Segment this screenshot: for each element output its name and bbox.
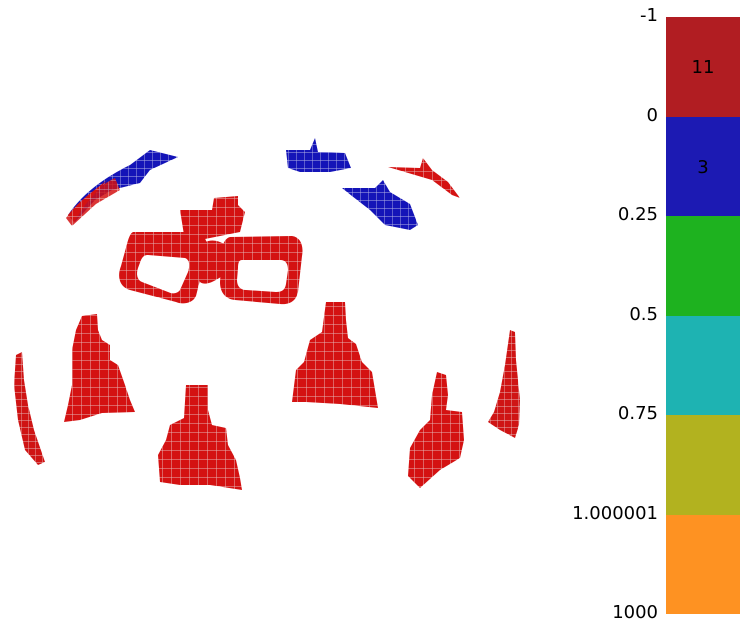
legend-band	[666, 116, 740, 216]
legend-band	[666, 216, 740, 316]
mesh-patch-left-block	[64, 314, 135, 422]
mesh-patch-far-right	[488, 330, 520, 438]
mesh-patch-right-block	[408, 372, 464, 488]
legend-tick-label: 0	[646, 104, 658, 126]
legend-tick-label: -1	[640, 5, 658, 26]
color-legend: 11 3 -1 0 0.25 0.5 0.75 1.000001 1000	[572, 5, 740, 623]
mesh-patch-left-strip	[14, 352, 45, 465]
legend-band	[666, 415, 740, 515]
mesh-viewport[interactable]	[0, 0, 560, 625]
legend-tick-label: 1000	[612, 602, 658, 623]
legend-band-count: 3	[697, 156, 709, 178]
legend-band	[666, 17, 740, 117]
legend-tick-label: 1.000001	[572, 502, 658, 524]
legend-band	[666, 315, 740, 415]
mesh-patch-top-center	[286, 138, 351, 172]
mesh-patch-bottom-center	[158, 385, 242, 490]
legend-band	[666, 514, 740, 614]
mesh-patch-top-right	[388, 158, 460, 198]
legend-tick-label: 0.75	[617, 403, 658, 424]
legend-tick-label: 0.5	[629, 303, 658, 325]
mesh-patch-top-left	[66, 150, 178, 226]
mesh-patch-center-right	[292, 302, 378, 408]
mesh-patch-center-loops	[119, 196, 303, 305]
legend-band-count: 11	[691, 57, 715, 78]
mesh-patch-right-blue	[342, 180, 418, 230]
legend-tick-label: 0.25	[617, 204, 658, 225]
